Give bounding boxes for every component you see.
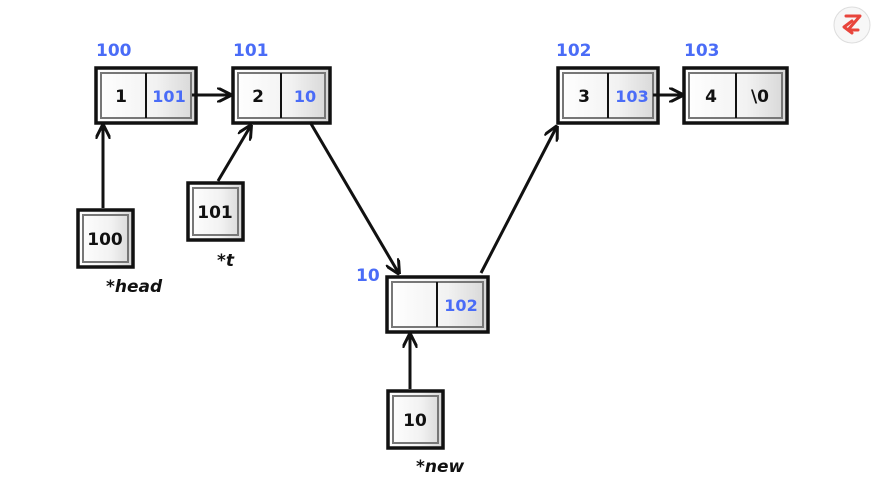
pointer-t: 101 *t [186,181,245,271]
node-next-field: \0 [751,87,769,107]
node-address-label: 101 [233,41,269,61]
node-next-field: 101 [152,87,185,106]
node-address-label: 102 [556,41,592,61]
node-10: 10 102 [356,266,490,334]
pointer-name: *t [217,251,235,271]
node-data-field: 4 [705,87,717,107]
node-address-label: 103 [684,41,720,61]
node-101: 101 2 10 [231,41,332,125]
arrow-101-to-10 [308,121,398,272]
pointer-value: 100 [87,230,123,250]
pointer-new: 10 *new [386,389,465,477]
node-next-field: 103 [615,87,648,106]
node-data-field: 2 [252,87,264,107]
node-address-label: 100 [96,41,132,61]
pointer-value: 101 [197,203,233,223]
node-100: 100 1 101 [94,41,198,125]
node-address-label: 10 [356,266,380,286]
arrow-10-to-102 [479,128,556,274]
pointer-name: *head [106,277,163,297]
logo-icon [833,6,871,44]
pointer-value: 10 [403,411,427,431]
node-102: 102 3 103 [556,41,660,125]
pointer-name: *new [416,457,465,477]
arrow-t-to-101 [216,127,250,182]
node-next-field: 102 [444,296,477,315]
pointer-head: 100 *head [76,208,163,297]
node-next-field: 10 [294,87,316,106]
node-data-field: 3 [578,87,590,107]
node-data-field: 1 [115,87,127,107]
node-103: 103 4 \0 [682,41,789,125]
